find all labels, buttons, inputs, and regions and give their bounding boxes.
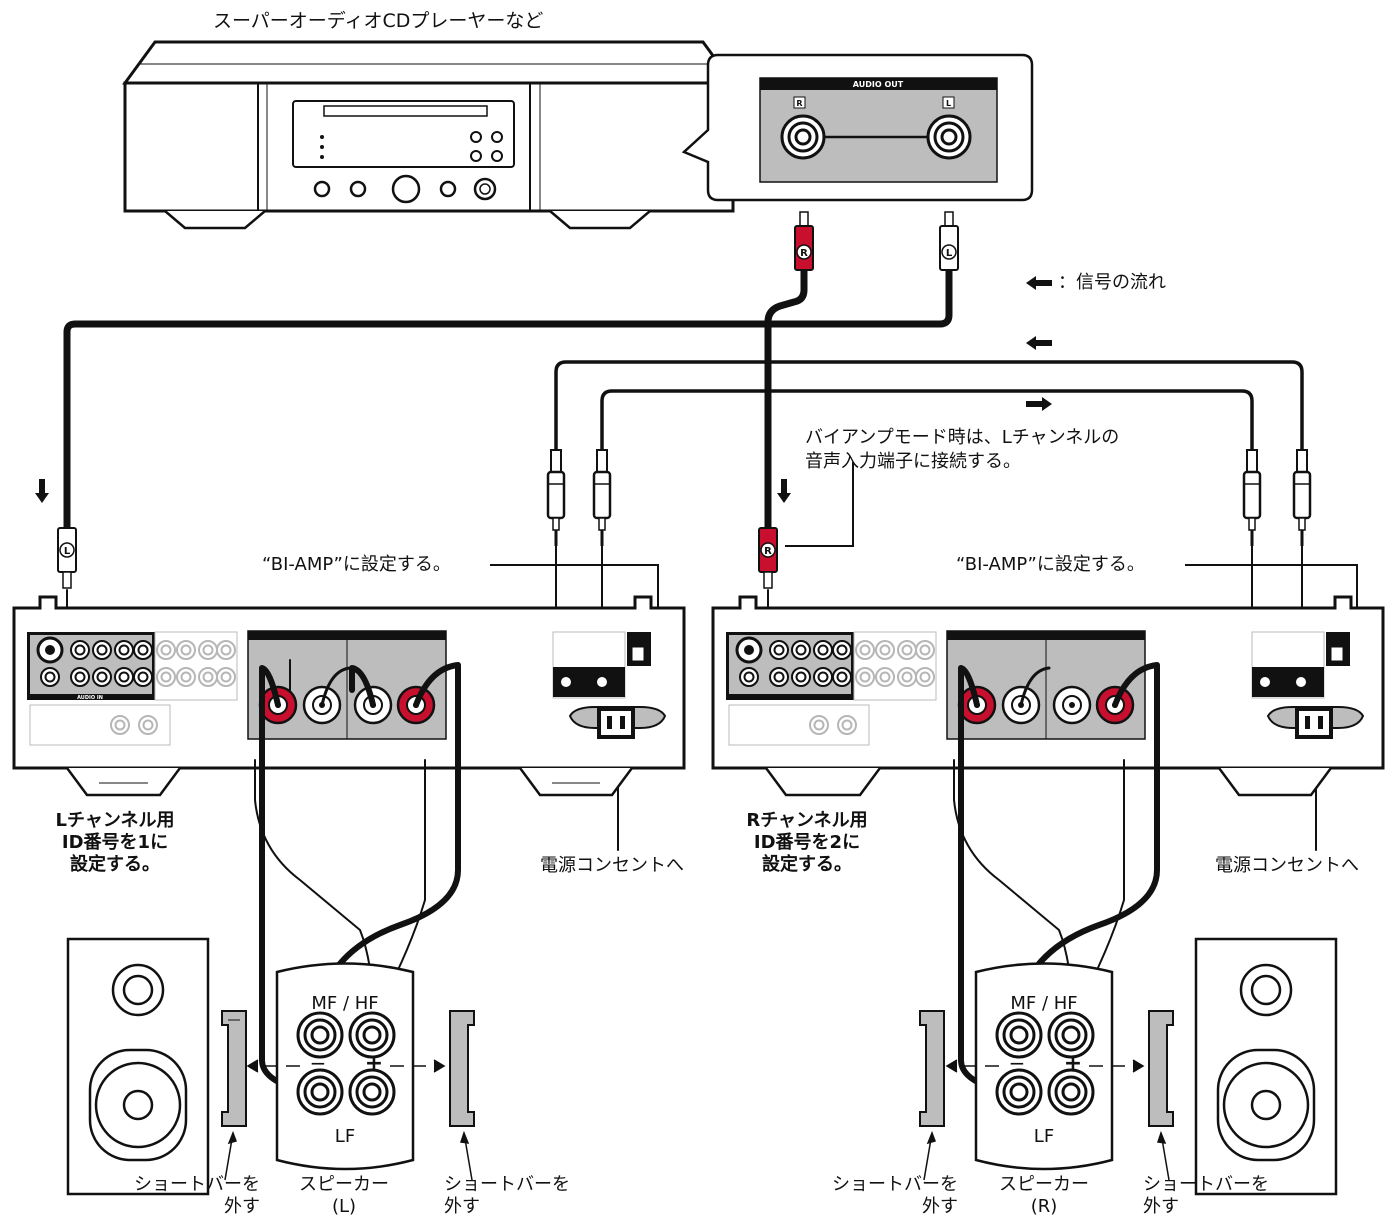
terminal-lf-plus[interactable]: [348, 1068, 396, 1116]
svg-text:−: −: [1009, 1051, 1026, 1075]
speaker-right-line2: (R): [1030, 1196, 1058, 1217]
shortbar-right-outer: [919, 1010, 945, 1127]
cables: [63, 258, 1317, 851]
shortbar-right-inner: [1148, 1010, 1174, 1127]
speaker-left-line1: スピーカー: [299, 1174, 389, 1195]
arrow-icon: [35, 276, 1052, 503]
rca-plug-r-amp: R: [758, 527, 778, 589]
svg-text:+: +: [365, 1051, 383, 1076]
set-biamp-right: “BI-AMP”に設定する。: [956, 554, 1145, 575]
audio-out-r-label: R: [796, 99, 802, 108]
amplifier-right: [711, 595, 1385, 797]
svg-text:+: +: [1064, 1051, 1082, 1076]
speaker-cabinet-left: [66, 937, 210, 1196]
amp-left-line1: Lチャンネル用: [55, 810, 175, 831]
speaker-cabinet-right: [1194, 937, 1338, 1196]
rca-plug-l-amp: L: [57, 527, 77, 589]
svg-text:MF / HF: MF / HF: [311, 993, 378, 1014]
shortbar-label-1: ショートバーを 外す: [120, 1174, 260, 1218]
terminal-lf-minus[interactable]: [296, 1068, 344, 1116]
cd-player: [122, 40, 736, 230]
set-biamp-left: “BI-AMP”に設定する。: [262, 554, 451, 575]
svg-text:MF / HF: MF / HF: [1010, 993, 1077, 1014]
shortbar-label-line1: ショートバーを: [832, 1174, 958, 1195]
terminal-lf-minus[interactable]: [995, 1068, 1043, 1116]
speaker-left-label: スピーカー (L): [274, 1174, 414, 1218]
amp-left-line3: 設定する。: [70, 854, 160, 875]
amp-left-id-label: Lチャンネル用 ID番号を1に 設定する。: [20, 810, 210, 876]
shortbar-label-line2: 外す: [1143, 1196, 1179, 1217]
speaker-left-line2: (L): [331, 1196, 357, 1217]
source-title: スーパーオーディオCDプレーヤーなど: [213, 10, 544, 32]
amp-right-line1: Rチャンネル用: [746, 810, 868, 831]
audio-out-label: AUDIO OUT: [853, 80, 904, 89]
amp-left-line2: ID番号を1に: [61, 832, 169, 853]
audio-out-r-jack[interactable]: [780, 114, 826, 160]
speaker-right-line1: スピーカー: [999, 1174, 1089, 1195]
speaker-terminal-panel-right: MF / HF LF − +: [974, 962, 1114, 1171]
shortbar-label-line1: ショートバーを: [134, 1174, 260, 1195]
amp-right-id-label: Rチャンネル用 ID番号を2に 設定する。: [712, 810, 902, 876]
shortbar-label-4: ショートバーを 外す: [1143, 1174, 1269, 1218]
shortbar-left-inner: [449, 1010, 475, 1127]
audio-out-l-label: L: [946, 99, 951, 108]
terminal-lf-plus[interactable]: [1047, 1068, 1095, 1116]
biamp-note-line2: 音声入力端子に接続する。: [805, 451, 1021, 472]
shortbar-label-line1: ショートバーを: [1143, 1174, 1269, 1195]
svg-text:LF: LF: [335, 1126, 355, 1147]
mini-plug: [1242, 448, 1262, 548]
amp-right-line3: 設定する。: [762, 854, 852, 875]
arrow-icon: [224, 1059, 1170, 1181]
shortbar-label-line2: 外す: [444, 1196, 480, 1217]
amp-right-line2: ID番号を2に: [753, 832, 861, 853]
svg-text:−: −: [310, 1051, 327, 1075]
mini-plug: [546, 448, 566, 548]
svg-text:R: R: [764, 546, 772, 557]
mini-plug: [1292, 448, 1312, 548]
svg-text:L: L: [64, 546, 71, 557]
amplifier-left: AUDIO IN: [12, 595, 686, 797]
shortbar-label-line1: ショートバーを: [444, 1174, 570, 1195]
shortbar-label-line2: 外す: [224, 1196, 260, 1217]
svg-text:LF: LF: [1034, 1126, 1054, 1147]
biamp-note-line1: バイアンプモード時は、Lチャンネルの: [805, 427, 1120, 448]
shortbar-label-2: ショートバーを 外す: [444, 1174, 570, 1218]
speaker-right-label: スピーカー (R): [974, 1174, 1114, 1218]
shortbar-label-line2: 外す: [922, 1196, 958, 1217]
power-outlet-right: 電源コンセントへ: [1215, 855, 1359, 876]
audio-out-callout: AUDIO OUT R L: [681, 53, 1034, 202]
mini-plug: [592, 448, 612, 548]
svg-text:L: L: [946, 248, 953, 259]
rca-plug-r-top: R: [794, 211, 814, 271]
speaker-terminal-panel-left: MF / HF LF − +: [275, 962, 415, 1171]
shortbar-label-3: ショートバーを 外す: [818, 1174, 958, 1218]
svg-text:R: R: [800, 248, 808, 259]
rca-plug-l-top: L: [939, 211, 959, 271]
svg-text:AUDIO IN: AUDIO IN: [77, 695, 103, 701]
audio-out-l-jack[interactable]: [926, 114, 972, 160]
power-outlet-left: 電源コンセントへ: [540, 855, 684, 876]
shortbar-left-outer: [221, 1010, 247, 1127]
signal-flow-legend: ：信号の流れ: [1058, 272, 1166, 293]
